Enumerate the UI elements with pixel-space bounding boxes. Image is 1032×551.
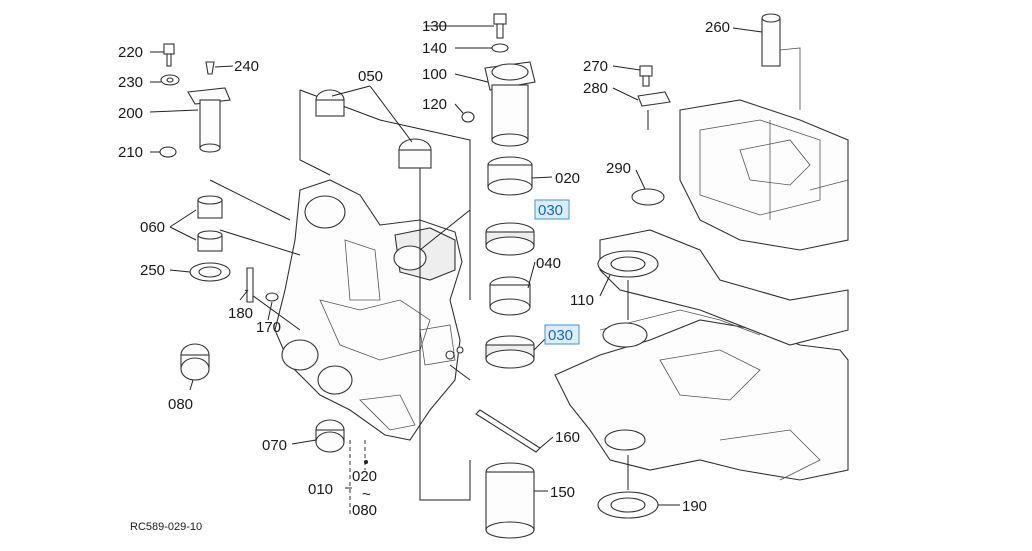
callout-190[interactable]: 190 xyxy=(682,498,707,515)
range-marker-dot xyxy=(364,460,368,464)
callout-230[interactable]: 230 xyxy=(118,74,143,91)
callout-140[interactable]: 140 xyxy=(422,40,447,57)
callout-160[interactable]: 160 xyxy=(555,429,580,446)
parts-left xyxy=(159,43,432,453)
frame-drawing xyxy=(554,13,849,519)
callout-210[interactable]: 210 xyxy=(118,144,143,161)
callout-020[interactable]: 020 xyxy=(555,170,580,187)
callout-220[interactable]: 220 xyxy=(118,44,143,61)
callout-280[interactable]: 280 xyxy=(583,80,608,97)
callout-240[interactable]: 240 xyxy=(234,58,259,75)
parts-center xyxy=(461,13,541,539)
diagram-code: RC589-029-10 xyxy=(130,521,202,533)
callout-260[interactable]: 260 xyxy=(705,19,730,36)
callout-010[interactable]: 010 xyxy=(308,481,333,498)
callout-030-lower[interactable]: 030 xyxy=(548,327,573,344)
callout-020-range-start[interactable]: 020 xyxy=(352,468,377,485)
callout-290[interactable]: 290 xyxy=(606,160,631,177)
callout-170[interactable]: 170 xyxy=(256,319,281,336)
callout-030-lower-highlight xyxy=(544,324,580,345)
callout-030-upper[interactable]: 030 xyxy=(538,202,563,219)
callout-050[interactable]: 050 xyxy=(358,68,383,85)
leader-lines xyxy=(149,25,763,506)
callout-080[interactable]: 080 xyxy=(168,396,193,413)
callout-270[interactable]: 270 xyxy=(583,58,608,75)
callout-labels: 220 230 240 200 210 060 250 180 170 080 … xyxy=(118,18,730,533)
callout-070[interactable]: 070 xyxy=(262,437,287,454)
callout-250[interactable]: 250 xyxy=(140,262,165,279)
swing-bracket-drawing xyxy=(274,179,464,441)
callout-060[interactable]: 060 xyxy=(140,219,165,236)
callout-110[interactable]: 110 xyxy=(570,292,594,309)
callout-180[interactable]: 180 xyxy=(228,305,253,322)
callout-120[interactable]: 120 xyxy=(422,96,447,113)
callout-150[interactable]: 150 xyxy=(550,484,575,501)
callout-080-range-end[interactable]: 080 xyxy=(352,502,377,519)
callout-130[interactable]: 130 xyxy=(422,18,447,35)
callout-range-tilde: ~ xyxy=(362,486,371,503)
callout-030-upper-highlight xyxy=(534,199,570,220)
callout-100[interactable]: 100 xyxy=(422,66,447,83)
callout-200[interactable]: 200 xyxy=(118,105,143,122)
callout-040[interactable]: 040 xyxy=(536,255,561,272)
